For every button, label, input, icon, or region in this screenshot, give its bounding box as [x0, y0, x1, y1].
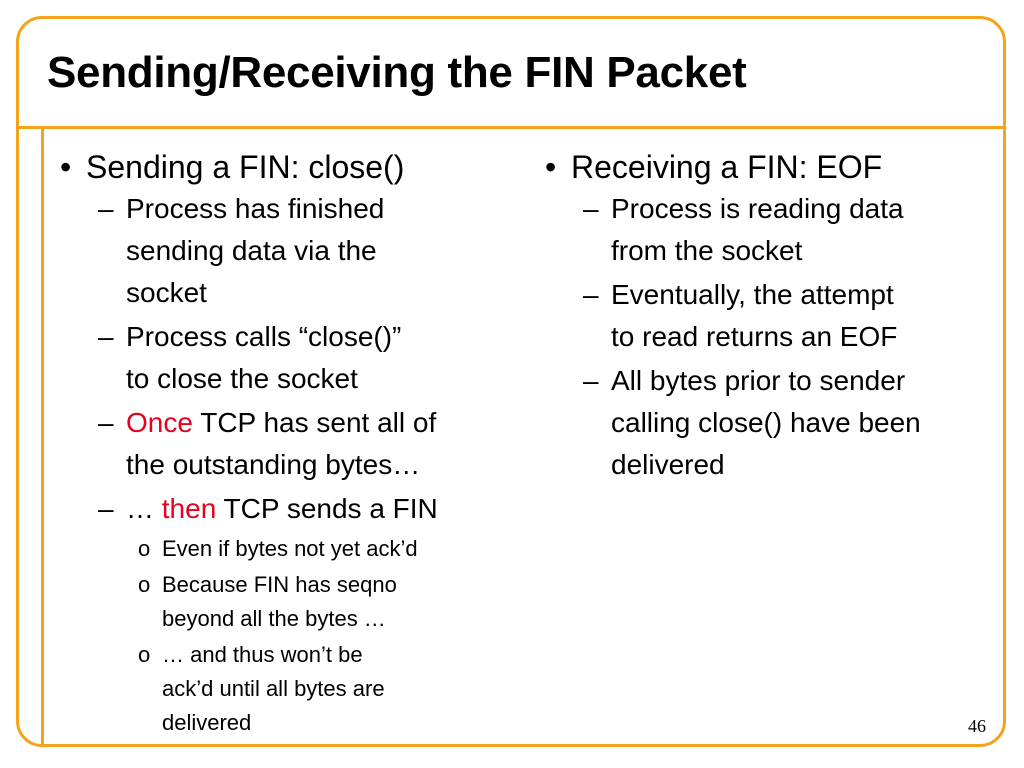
left-item: – … then TCP sends a FIN [98, 488, 520, 530]
o-bullet: o [138, 642, 151, 667]
right-item: – Eventually, the attempt to read return… [583, 274, 1005, 358]
o-bullet: o [138, 572, 151, 597]
o-bullet: o [138, 536, 151, 561]
left-item-text: Once TCP has sent all of the outstanding… [126, 402, 436, 486]
left-subitem-text: Because FIN has seqno beyond all the byt… [162, 572, 397, 631]
dash-bullet: – [583, 279, 599, 310]
right-item: – Process is reading data from the socke… [583, 188, 1005, 272]
right-column: • Receiving a FIN: EOF – Process is read… [545, 148, 1005, 486]
left-item-text: … then TCP sends a FIN [126, 488, 438, 530]
dash-bullet: – [98, 193, 114, 224]
highlight-then: then [161, 493, 217, 524]
left-accent-bar [41, 129, 44, 747]
right-heading: • Receiving a FIN: EOF [545, 148, 1005, 186]
left-subitem-text: Even if bytes not yet ack’d [162, 536, 418, 561]
dash-bullet: – [98, 407, 114, 438]
left-item-rest: TCP has sent all of the outstanding byte… [126, 407, 437, 480]
left-item-text: Process calls “close()” to close the soc… [126, 321, 402, 394]
right-heading-text: Receiving a FIN: EOF [571, 149, 883, 185]
dash-bullet: – [583, 193, 599, 224]
left-subitem-text: … and thus won’t be ack’d until all byte… [162, 642, 385, 735]
right-item-text: Process is reading data from the socket [611, 193, 904, 266]
title-divider [16, 126, 1006, 129]
right-item-text: All bytes prior to sender calling close(… [611, 365, 921, 480]
right-item-text: Eventually, the attempt to read returns … [611, 279, 898, 352]
dash-bullet: – [583, 365, 599, 396]
dash-bullet: – [98, 493, 114, 524]
highlight-once: Once [126, 407, 193, 438]
left-subitem: o … and thus won’t be ack’d until all by… [138, 638, 520, 740]
left-item-rest: TCP sends a FIN [216, 493, 438, 524]
left-heading-text: Sending a FIN: close() [86, 149, 405, 185]
dash-bullet: – [98, 321, 114, 352]
left-item-prefix: … [126, 493, 162, 524]
left-item-text: Process has finished sending data via th… [126, 193, 385, 308]
left-subitem: o Even if bytes not yet ack’d [138, 532, 520, 566]
slide-frame [16, 16, 1006, 747]
bullet-dot: • [545, 149, 557, 185]
bullet-dot: • [60, 149, 72, 185]
page-number: 46 [968, 716, 986, 736]
left-subitem: o Because FIN has seqno beyond all the b… [138, 568, 520, 636]
left-item: – Process has finished sending data via … [98, 188, 520, 314]
slide-title: Sending/Receiving the FIN Packet [47, 48, 747, 97]
right-item: – All bytes prior to sender calling clos… [583, 360, 1005, 486]
left-item: – Process calls “close()” to close the s… [98, 316, 520, 400]
left-column: • Sending a FIN: close() – Process has f… [60, 148, 520, 740]
left-item: – Once TCP has sent all of the outstandi… [98, 402, 520, 486]
left-heading: • Sending a FIN: close() [60, 148, 520, 186]
